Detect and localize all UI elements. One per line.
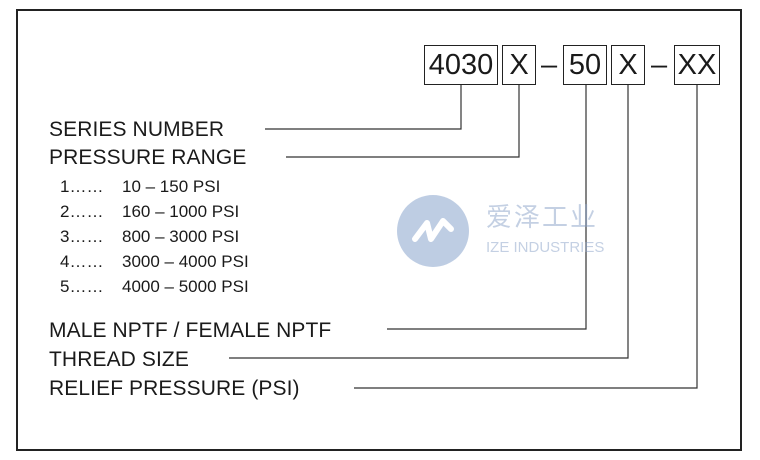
range-item-value: 800 – 3000 PSI [122,227,240,246]
code-thread-text: 50 [568,48,602,81]
label-male-female-nptf: MALE NPTF / FEMALE NPTF [49,319,332,342]
range-item-number: 1…… [60,177,104,196]
range-item-number: 5…… [60,277,104,296]
diagram-frame [16,9,742,451]
label-pressure-range: PRESSURE RANGE [49,146,247,169]
watermark-chinese-text: 爱泽工业 [486,203,599,233]
range-item: 5…… 4000 – 5000 PSI [60,278,249,295]
code-connection-text: X [618,48,638,81]
label-relief-pressure: RELIEF PRESSURE (PSI) [49,377,300,400]
watermark-logo-icon [397,195,469,267]
label-thread-size: THREAD SIZE [49,348,189,371]
code-series-text: 4030 [428,48,494,81]
range-item: 4…… 3000 – 4000 PSI [60,253,249,270]
code-connection-box: X [611,45,645,85]
code-pressure-text: X [509,48,529,81]
range-item-number: 4…… [60,252,104,271]
watermark-english-text: IZE INDUSTRIES [486,239,605,256]
code-series-box: 4030 [424,45,498,85]
range-item: 2…… 160 – 1000 PSI [60,203,239,220]
code-separator-1: – [541,48,558,81]
code-relief-box: XX [674,45,720,85]
range-item: 3…… 800 – 3000 PSI [60,228,239,245]
code-relief-text: XX [677,48,717,81]
code-pressure-box: X [502,45,536,85]
range-item: 1…… 10 – 150 PSI [60,178,220,195]
range-item-number: 3…… [60,227,104,246]
label-series-number: SERIES NUMBER [49,118,225,141]
code-thread-box: 50 [563,45,607,85]
connector-male-female [387,85,587,330]
connector-thread [229,85,629,359]
code-separator-2: – [651,48,668,81]
range-item-value: 3000 – 4000 PSI [122,252,249,271]
connector-relief [354,85,698,389]
range-item-value: 160 – 1000 PSI [122,202,240,221]
connector-series [265,85,462,130]
range-item-value: 4000 – 5000 PSI [122,277,249,296]
range-item-number: 2…… [60,202,104,221]
connector-pressure [286,85,520,158]
watermark: 爱泽工业 IZE INDUSTRIES [393,193,633,273]
range-item-value: 10 – 150 PSI [122,177,221,196]
